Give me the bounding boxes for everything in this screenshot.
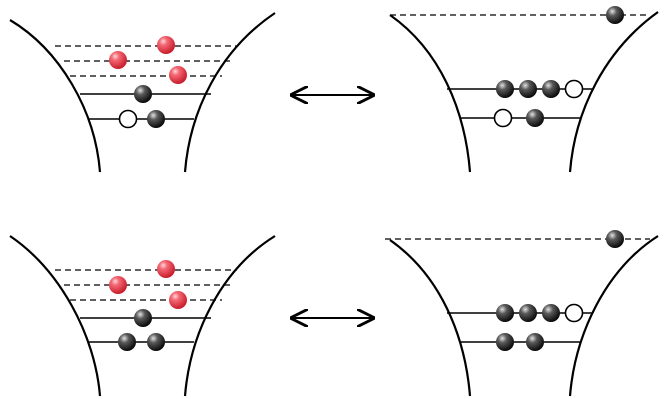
filled-particle <box>134 309 152 327</box>
well-wall-right <box>568 235 659 397</box>
filled-particle <box>542 304 560 322</box>
excited-particle <box>109 51 127 69</box>
top-right-well <box>389 6 659 173</box>
filled-particle <box>526 333 544 351</box>
bottom-left-well <box>9 235 276 397</box>
well-wall-left <box>9 235 102 397</box>
well-wall-right <box>568 11 659 173</box>
well-wall-left <box>389 14 472 173</box>
excited-particle <box>157 36 175 54</box>
filled-particle <box>496 304 514 322</box>
hole <box>493 108 513 128</box>
filled-particle <box>526 109 544 127</box>
well-wall-right <box>183 235 276 397</box>
excited-particle <box>169 291 187 309</box>
filled-particle <box>519 80 537 98</box>
top-left-well <box>9 12 276 173</box>
excited-particle <box>109 276 127 294</box>
filled-particle <box>147 333 165 351</box>
well-wall-left <box>9 19 102 173</box>
filled-particle <box>147 110 165 128</box>
hole <box>564 303 584 323</box>
filled-particle <box>496 333 514 351</box>
filled-particle <box>519 304 537 322</box>
well-wall-left <box>389 239 472 397</box>
filled-particle <box>118 333 136 351</box>
bottom-right-well <box>385 230 659 397</box>
filled-particle <box>606 6 624 24</box>
excited-particle <box>169 66 187 84</box>
filled-particle <box>606 230 624 248</box>
filled-particle <box>542 80 560 98</box>
well-wall-right <box>183 12 276 173</box>
hole <box>564 79 584 99</box>
hole <box>118 109 138 129</box>
excited-particle <box>157 260 175 278</box>
filled-particle <box>134 85 152 103</box>
filled-particle <box>496 80 514 98</box>
